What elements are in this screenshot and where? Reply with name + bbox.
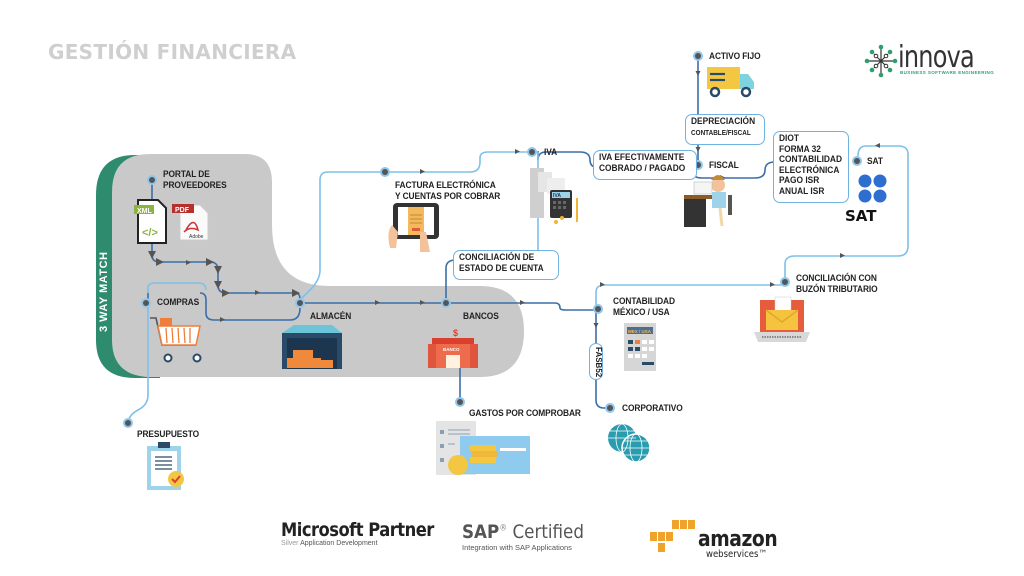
three-way-match-label: 3 WAY MATCH [98, 251, 110, 332]
box-depreciacion-sub: CONTABLE/FISCAL [691, 127, 751, 137]
microsoft-partner-logo: Microsoft Partner Silver Application Dev… [281, 519, 459, 547]
node-iva [527, 147, 537, 157]
expenses-check-icon [436, 421, 530, 475]
svg-text:IVA: IVA [553, 193, 561, 199]
microsoft-silver-label: Silver [281, 540, 299, 547]
aws-subtitle: webservices™ [706, 549, 767, 560]
node-label-fiscal: FISCAL [709, 160, 739, 171]
node-label-factura: FACTURA ELECTRÓNICA Y CUENTAS POR COBRAR [395, 180, 501, 202]
node-bancos [441, 298, 451, 308]
truck-icon [707, 67, 754, 98]
sap-certified-logo: SAP® Certified Integration with SAP Appl… [462, 521, 601, 552]
svg-text:Adobe: Adobe [189, 234, 204, 240]
node-label-portal: PORTAL DE PROVEEDORES [163, 169, 227, 191]
svg-text:PDF: PDF [175, 207, 190, 214]
node-label-iva: IVA [544, 147, 558, 158]
microsoft-partner-subtitle: Silver Application Development [281, 540, 459, 547]
node-label-almacen: ALMACÉN [310, 311, 352, 322]
node-almacen [295, 298, 305, 308]
bank-icon: $ BANCO [428, 328, 478, 368]
node-label-corporativo: CORPORATIVO [622, 403, 683, 414]
svg-text:$: $ [453, 328, 458, 338]
node-label-buzon: CONCILIACIÓN CON BUZÓN TRIBUTARIO [796, 273, 878, 295]
xml-file-icon: XML </> [134, 199, 167, 244]
box-fiscal-obligations-text: DIOT FORMA 32 CONTABILIDAD ELECTRÓNICA P… [779, 133, 843, 197]
sap-registered-mark: ® [499, 523, 508, 534]
node-portal [147, 175, 157, 185]
node-label-activo-fijo: ACTIVO FIJO [709, 51, 761, 62]
box-fasb52: FASB52 [589, 343, 603, 380]
node-corporativo [605, 403, 615, 413]
node-label-bancos: BANCOS [463, 311, 499, 322]
globes-icon [608, 423, 651, 463]
aws-title: amazon [698, 527, 778, 552]
sap-certified-title: SAP® Certified [462, 521, 584, 543]
svg-text:XML: XML [137, 208, 153, 215]
node-activo-fijo [693, 51, 703, 61]
node-label-sat: SAT [867, 156, 883, 167]
box-depreciacion-title: DEPRECIACIÓN [691, 116, 756, 127]
pdf-file-icon: PDF Adobe [172, 204, 209, 241]
svg-text:</>: </> [142, 227, 158, 239]
warehouse-icon [282, 325, 342, 369]
microsoft-partner-title: Microsoft Partner [281, 519, 434, 541]
node-gastos [455, 397, 465, 407]
aws-logo: amazon webservices™ [698, 527, 791, 560]
accountant-desk-icon [684, 175, 732, 227]
node-buzon [780, 277, 790, 287]
box-conciliacion-estado-text: CONCILIACIÓN DE ESTADO DE CUENTA [459, 252, 544, 274]
flow-nodes [123, 51, 862, 428]
sap-label: SAP [462, 521, 500, 543]
budget-clipboard-icon [147, 442, 184, 490]
node-label-compras: COMPRAS [157, 297, 200, 308]
tablet-invoice-icon [388, 203, 439, 252]
svg-text:SAT: SAT [845, 207, 877, 225]
innova-network-icon [864, 44, 898, 78]
three-way-match-label-wrap: 3 WAY MATCH [96, 180, 118, 360]
box-fiscal-obligations: DIOT FORMA 32 CONTABILIDAD ELECTRÓNICA P… [773, 131, 849, 203]
shopping-cart-icon [150, 317, 202, 363]
box-fasb52-text: FASB52 [594, 347, 603, 378]
box-conciliacion-estado: CONCILIACIÓN DE ESTADO DE CUENTA [453, 250, 559, 280]
innova-tagline: BUSINESS SOFTWARE ENGINEERING [900, 70, 995, 75]
process-region [112, 154, 524, 377]
node-label-gastos: GASTOS POR COMPROBAR [469, 408, 581, 419]
page-title: GESTIÓN FINANCIERA [48, 40, 297, 64]
sap-certified-label: Certified [507, 521, 584, 543]
sap-certified-subtitle: Integration with SAP Applications [462, 543, 572, 552]
iva-calculator-icon: IVA [530, 168, 578, 224]
svg-text:BANCO: BANCO [443, 347, 460, 352]
node-contabilidad [593, 304, 603, 314]
node-presupuesto [123, 418, 133, 428]
svg-text:MEX / USA: MEX / USA [628, 329, 652, 334]
node-label-contabilidad: CONTABILIDAD MÉXICO / USA [613, 296, 675, 318]
node-compras [141, 298, 151, 308]
node-sat [852, 156, 862, 166]
innova-wordmark: innova [898, 40, 975, 75]
sat-logo-icon: SAT [845, 174, 887, 225]
microsoft-sub-label: Application Development [300, 540, 378, 547]
node-factura [380, 167, 390, 177]
box-iva-efectivamente: IVA EFECTIVAMENTE COBRADO / PAGADO [593, 150, 697, 180]
mex-usa-calculator-icon: MEX / USA [624, 323, 656, 371]
node-label-presupuesto: PRESUPUESTO [137, 429, 200, 440]
aws-cubes-icon [650, 520, 695, 552]
box-depreciacion: DEPRECIACIÓN CONTABLE/FISCAL [685, 114, 765, 145]
laptop-mail-icon [754, 296, 810, 342]
box-iva-efectivamente-text: IVA EFECTIVAMENTE COBRADO / PAGADO [599, 152, 686, 174]
